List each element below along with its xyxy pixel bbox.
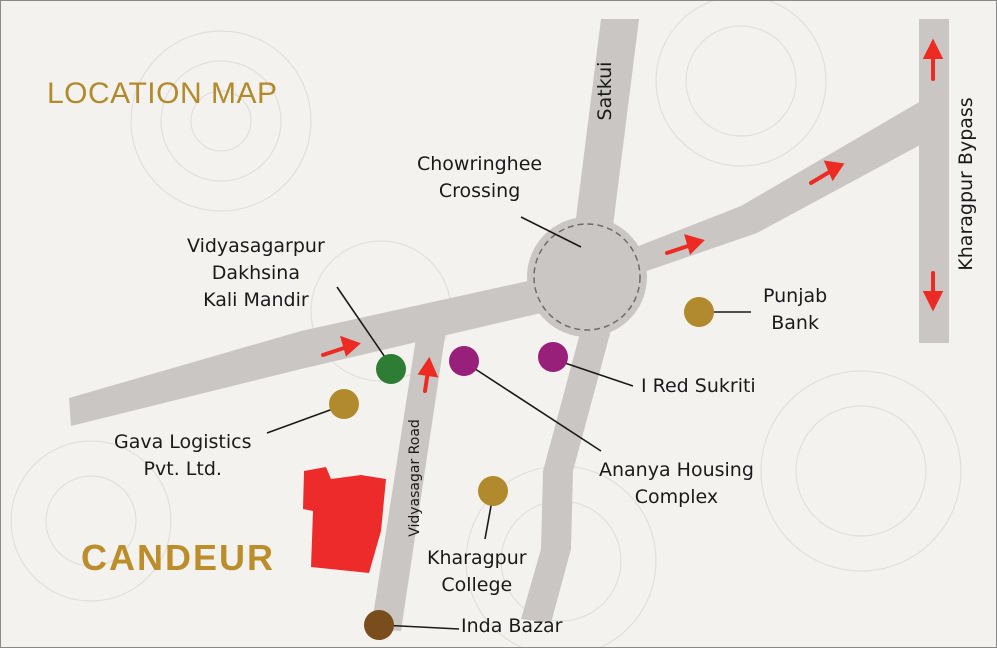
marker-college (478, 476, 508, 506)
satkui-road-label: Satkui (594, 61, 616, 121)
arrow-connector-1 (665, 234, 705, 255)
satkui-road (575, 19, 639, 226)
ananya-housing-label: Ananya Housing Complex (599, 459, 754, 508)
marker-gava (329, 389, 359, 419)
marker-inda-bazar (364, 610, 394, 640)
arrow-connector-2 (809, 160, 845, 185)
bypass-connector (631, 101, 946, 273)
kharagpur-bypass-label: Kharagpur Bypass (955, 97, 977, 271)
marker-punjab-bank (684, 297, 714, 327)
arrow-bypass-down (922, 271, 944, 312)
vidyasagar-branch (403, 309, 457, 333)
vidyasagar-road (371, 319, 447, 631)
roundabout-ring (533, 223, 641, 331)
markers (329, 297, 714, 640)
candeur-site-block (303, 467, 386, 573)
chowringhee-roundabout (527, 217, 647, 337)
punjab-bank-label: Punjab Bank (763, 285, 828, 334)
direction-arrows (321, 38, 944, 393)
arrow-bypass-up (922, 38, 944, 81)
kharagpur-college-label: Kharagpur College (427, 547, 527, 596)
kali-mandir-label: Vidyasagarpur Dakhsina Kali Mandir (187, 235, 325, 311)
marker-red-sukriti (538, 342, 568, 372)
roads (69, 19, 949, 631)
candeur-label: CANDEUR (81, 537, 275, 578)
inda-bazar-label: Inda Bazar (461, 615, 563, 637)
arrow-main-road (321, 335, 361, 357)
gava-logistics-label: Gava Logistics Pvt. Ltd. (114, 431, 252, 480)
south-road (521, 311, 614, 623)
map-title: LOCATION MAP (47, 77, 278, 110)
marker-ananya (449, 346, 479, 376)
vidyasagar-road-label: Vidyasagar Road (407, 419, 423, 537)
chowringhee-crossing-label: Chowringhee Crossing (417, 153, 543, 202)
red-sukriti-label: I Red Sukriti (641, 375, 756, 397)
marker-kali-mandir (376, 354, 406, 384)
arrow-vidyasagar (417, 356, 439, 393)
